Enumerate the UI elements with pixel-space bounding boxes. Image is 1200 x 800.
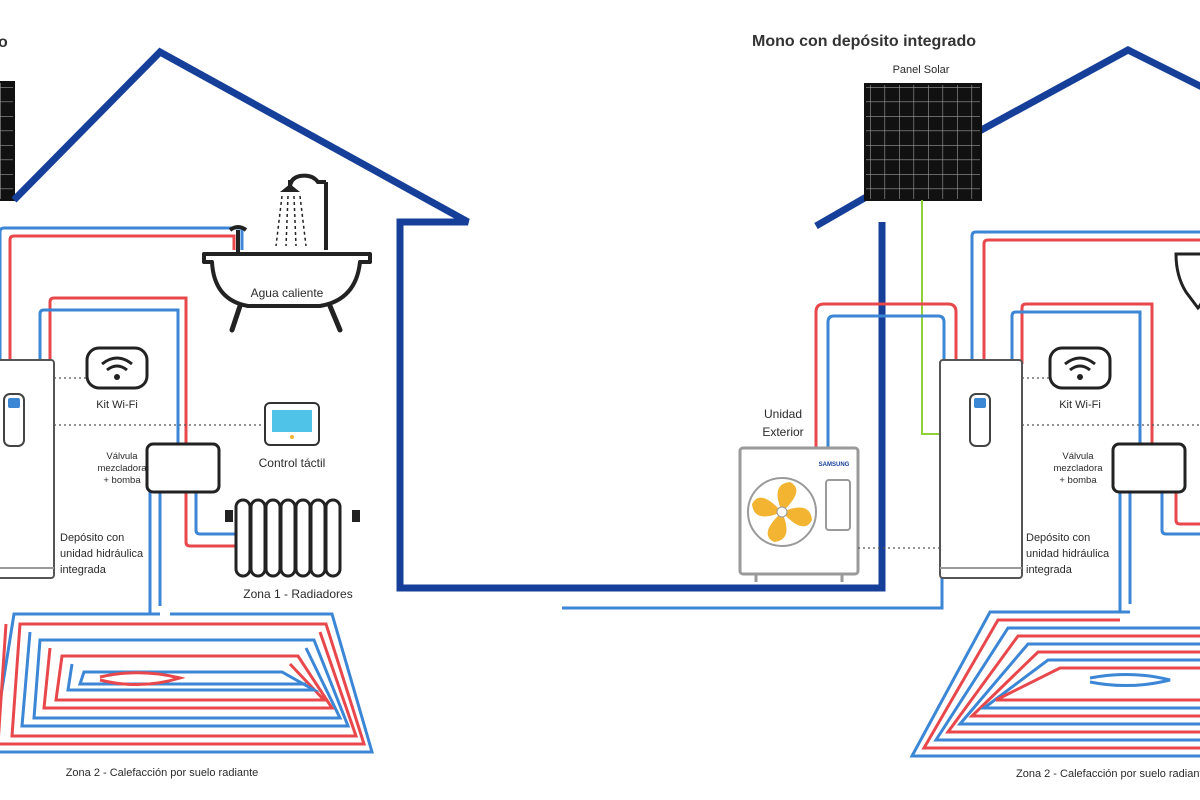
valve-label-right-1: Válvula bbox=[1062, 451, 1094, 462]
radiator-icon: Zona 1 - Radiadores bbox=[225, 498, 360, 601]
right-title: Mono con depósito integrado bbox=[752, 33, 976, 50]
svg-text:unidad hidráulica: unidad hidráulica bbox=[60, 548, 144, 560]
control-lines bbox=[54, 377, 266, 426]
control-lines-right bbox=[1022, 377, 1200, 426]
bathtub-icon: Agua caliente bbox=[202, 173, 372, 333]
svg-text:integrada: integrada bbox=[60, 564, 107, 576]
svg-text:Depósito con: Depósito con bbox=[1026, 532, 1090, 544]
tank-label: Depósito con unidad hidráulica integrada bbox=[60, 532, 144, 576]
svg-text:Depósito con: Depósito con bbox=[60, 532, 124, 544]
zone2-label: Zona 2 - Calefacción por suelo radiante bbox=[66, 767, 259, 779]
underfloor-heating-icon: Zona 2 - Calefacción por suelo radiante bbox=[0, 612, 374, 779]
touch-control-label: Control táctil bbox=[259, 456, 326, 470]
zone1-label: Zona 1 - Radiadores bbox=[243, 587, 352, 601]
solar-panel-icon: Panel Solar bbox=[864, 64, 982, 201]
tank-unit-icon bbox=[939, 359, 1023, 579]
hot-water-label: Agua caliente bbox=[251, 286, 324, 300]
wifi-icon: Kit Wi-Fi bbox=[1048, 346, 1112, 411]
touch-control-icon: Control táctil bbox=[259, 402, 326, 470]
zone2-label-right: Zona 2 - Calefacción por suelo radiante bbox=[1016, 768, 1200, 780]
outdoor-brand: SAMSUNG bbox=[819, 462, 850, 468]
underfloor-heating-icon: Zona 2 - Calefacción por suelo radiante bbox=[909, 610, 1200, 780]
house-outline bbox=[11, 47, 886, 592]
solar-panel-icon bbox=[0, 81, 15, 201]
valve-label-2: mezcladora bbox=[97, 463, 147, 474]
solar-panel-label: Panel Solar bbox=[893, 64, 950, 76]
outdoor-label-1: Unidad bbox=[764, 407, 802, 421]
valve-label-1: Válvula bbox=[106, 451, 138, 462]
svg-text:unidad hidráulica: unidad hidráulica bbox=[1026, 548, 1110, 560]
wifi-icon: Kit Wi-Fi bbox=[85, 346, 149, 411]
valve-label-3: + bomba bbox=[103, 475, 141, 486]
mixing-valve-icon: Válvula mezcladora + bomba bbox=[97, 442, 221, 494]
left-system: o Agua caliente bbox=[0, 34, 886, 779]
tank-unit-icon bbox=[0, 359, 55, 579]
svg-text:integrada: integrada bbox=[1026, 564, 1073, 576]
hot-water-pipes bbox=[0, 226, 244, 365]
outdoor-unit-icon: Unidad Exterior SAMSUNG bbox=[738, 407, 860, 582]
valve-label-right-2: mezcladora bbox=[1053, 463, 1103, 474]
hot-water-pipes-right bbox=[970, 230, 1200, 364]
outdoor-label-2: Exterior bbox=[762, 425, 803, 439]
mixing-valve-icon: Válvula mezcladora + bomba bbox=[1053, 442, 1187, 494]
fan-icon bbox=[752, 482, 812, 542]
right-system: Mono con depósito integrado Panel Solar … bbox=[562, 33, 1200, 780]
tank-label-right: Depósito con unidad hidráulica integrada bbox=[1026, 532, 1110, 576]
wifi-label-right: Kit Wi-Fi bbox=[1059, 399, 1101, 411]
solar-cable bbox=[921, 200, 944, 435]
heating-pipes bbox=[38, 296, 238, 614]
wifi-label: Kit Wi-Fi bbox=[96, 399, 138, 411]
outdoor-pipes bbox=[562, 302, 958, 610]
valve-label-right-3: + bomba bbox=[1059, 475, 1097, 486]
left-title-fragment: o bbox=[0, 34, 8, 51]
house-outline-right bbox=[814, 46, 1200, 230]
